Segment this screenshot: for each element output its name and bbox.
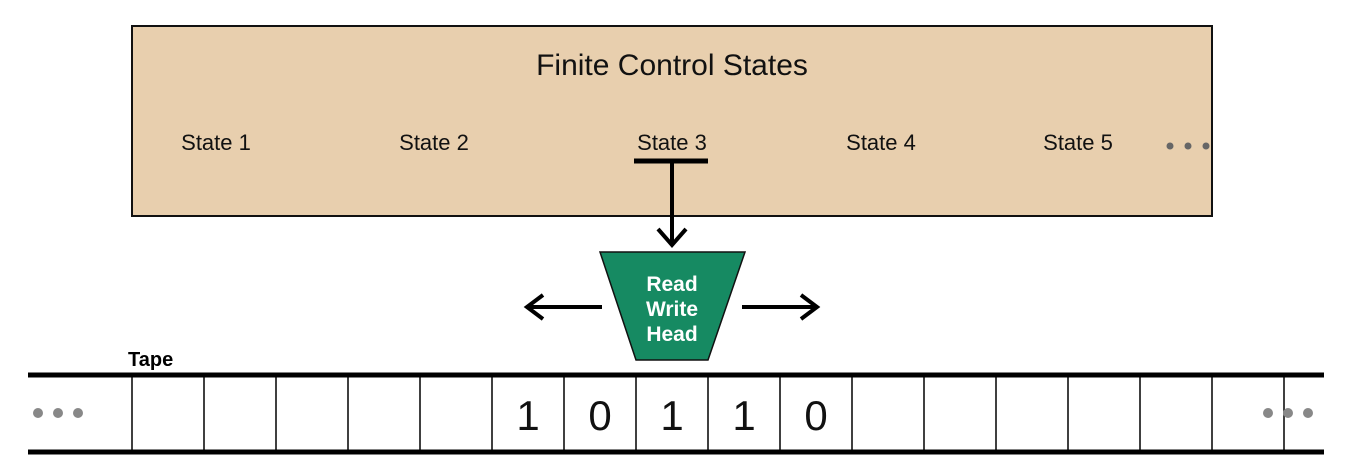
read-write-head-shape xyxy=(598,251,747,361)
tape-cells: 1 0 1 1 0 xyxy=(131,377,1285,450)
ellipsis-icon xyxy=(1166,142,1210,150)
head-label-write: Write xyxy=(646,298,698,321)
state-label-5: State 5 xyxy=(1043,130,1113,155)
read-write-head: Read Write Head xyxy=(598,251,747,361)
tape-cell-9: 1 xyxy=(732,392,755,439)
arrow-left-icon xyxy=(523,293,602,321)
head-label-head: Head xyxy=(646,323,697,346)
state-to-head-arrow xyxy=(656,161,688,249)
tape: 1 0 1 1 0 xyxy=(28,372,1324,455)
tape-cell-10: 0 xyxy=(804,392,827,439)
tape-label: Tape xyxy=(128,349,173,371)
state-label-2: State 2 xyxy=(399,130,469,155)
finite-control-title: Finite Control States xyxy=(536,49,808,82)
state-label-1: State 1 xyxy=(181,130,251,155)
ellipsis-icon xyxy=(1263,408,1313,418)
state-label-4: State 4 xyxy=(846,130,916,155)
ellipsis-icon xyxy=(33,408,83,418)
tape-cell-6: 1 xyxy=(516,392,539,439)
tape-cell-7: 0 xyxy=(588,392,611,439)
state-label-3: State 3 xyxy=(637,130,707,155)
tape-cell-8: 1 xyxy=(660,392,683,439)
arrow-right-icon xyxy=(742,293,821,321)
head-label-read: Read xyxy=(646,273,697,296)
